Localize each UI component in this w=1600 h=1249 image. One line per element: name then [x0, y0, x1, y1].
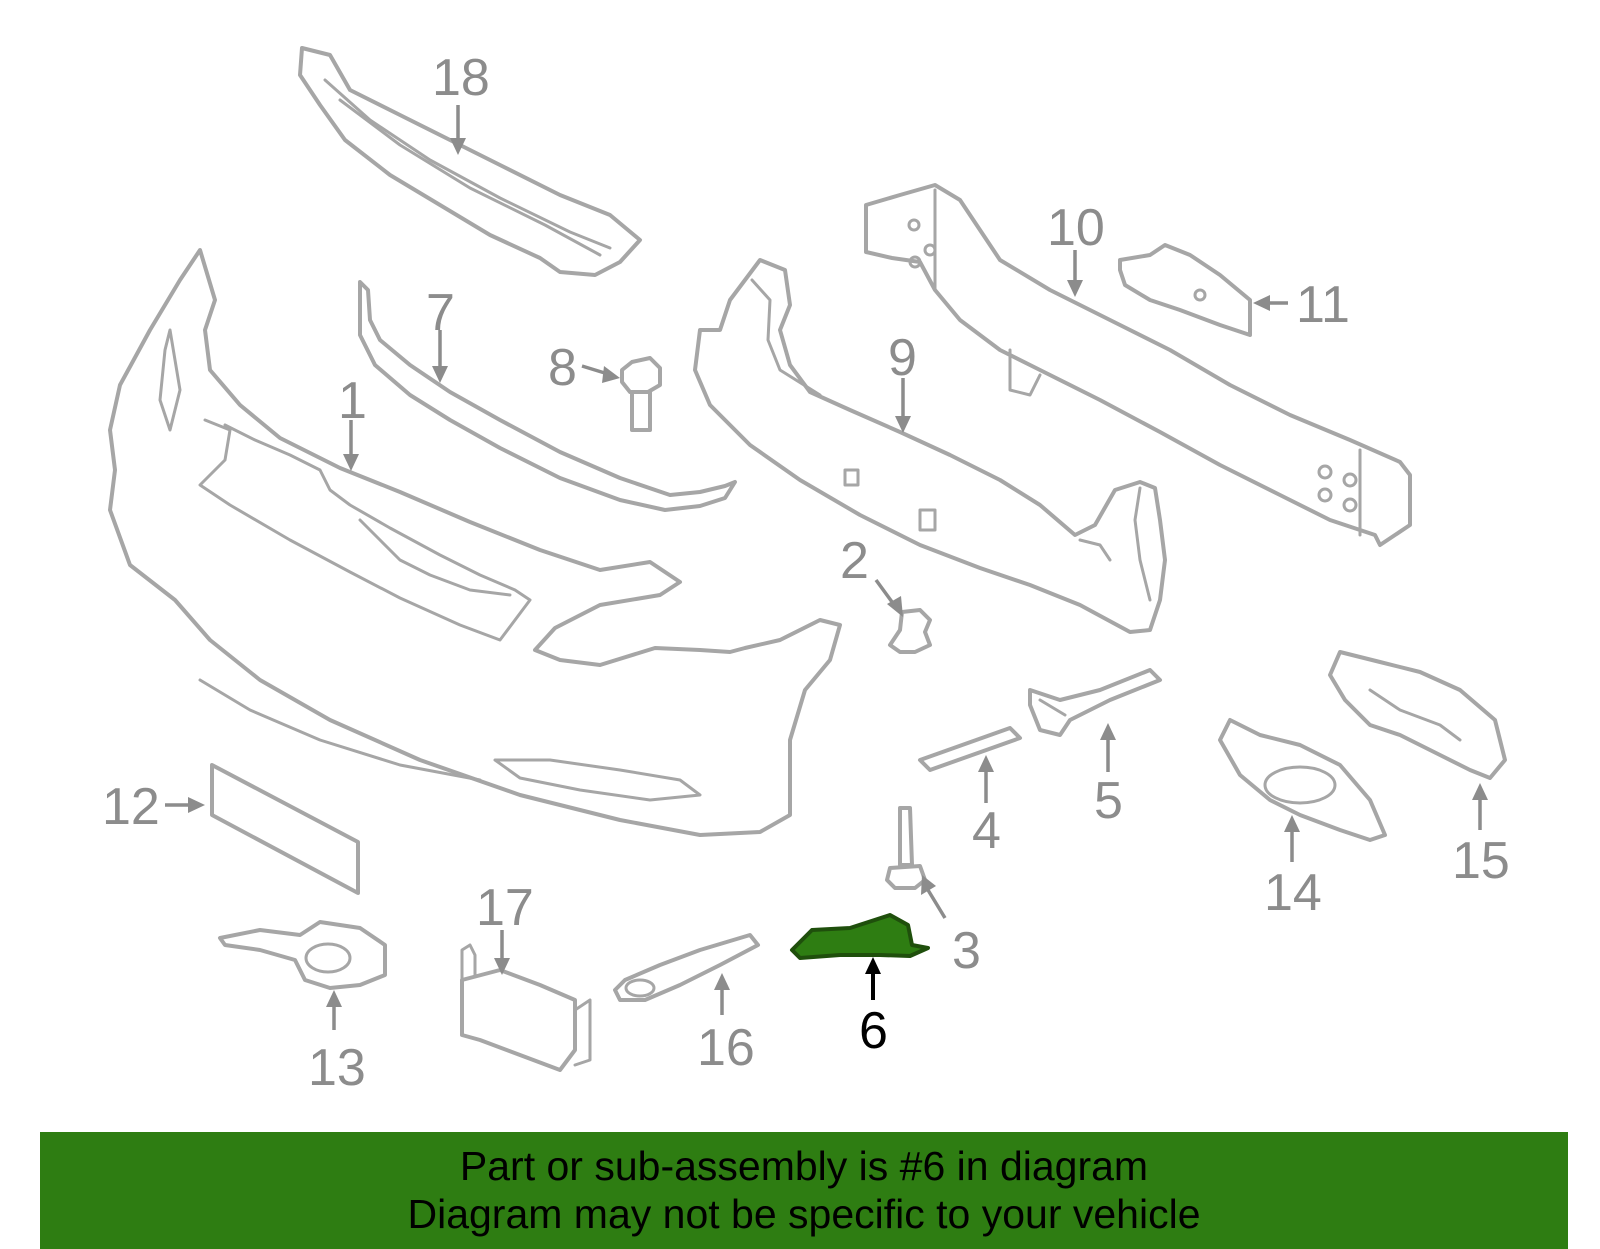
part-12-plate[interactable]	[210, 763, 360, 895]
svg-text:12: 12	[102, 778, 160, 836]
svg-text:11: 11	[1296, 276, 1350, 334]
part-5-bracket[interactable]	[1028, 668, 1162, 737]
svg-text:3: 3	[952, 922, 981, 980]
part-18-grille-molding[interactable]	[298, 46, 642, 277]
svg-text:13: 13	[308, 1039, 366, 1097]
svg-text:8: 8	[548, 339, 577, 397]
banner-line-1: Part or sub-assembly is #6 in diagram	[459, 1143, 1149, 1189]
callout-2: 2	[840, 532, 903, 617]
callout-7: 7	[426, 284, 455, 383]
part-3-bolt[interactable]	[885, 806, 927, 890]
callout-12: 12	[102, 778, 205, 836]
callout-13: 13	[308, 990, 366, 1097]
svg-text:5: 5	[1094, 772, 1123, 830]
callout-9: 9	[888, 329, 917, 433]
callout-14: 14	[1264, 815, 1322, 922]
svg-text:2: 2	[840, 532, 869, 590]
part-6-highlighted[interactable]	[790, 913, 930, 960]
part-14-fog-lamp-bezel[interactable]	[1218, 718, 1387, 842]
part-10-reinforcement[interactable]	[864, 183, 1412, 547]
part-8-bolt[interactable]	[620, 356, 662, 432]
part-15-fog-lamp-bracket[interactable]	[1328, 650, 1507, 780]
svg-text:17: 17	[476, 879, 534, 937]
svg-text:4: 4	[972, 802, 1001, 860]
callout-11: 11	[1253, 276, 1350, 334]
callout-3: 3	[921, 875, 981, 980]
part-7-molding-strip[interactable]	[358, 280, 737, 512]
part-11-bracket[interactable]	[1118, 243, 1252, 337]
callout-16: 16	[697, 973, 755, 1077]
svg-text:9: 9	[888, 329, 917, 387]
callout-15: 15	[1452, 783, 1510, 890]
callout-5: 5	[1094, 723, 1123, 830]
part-16-tow-hook[interactable]	[613, 933, 760, 1002]
callout-1: 1	[338, 372, 367, 471]
svg-text:15: 15	[1452, 832, 1510, 890]
part-1-bumper-cover[interactable]	[108, 248, 842, 837]
callout-4: 4	[972, 755, 1001, 860]
callout-8: 8	[548, 339, 620, 397]
svg-text:18: 18	[432, 49, 490, 107]
svg-text:10: 10	[1047, 199, 1105, 257]
part-2-clip[interactable]	[888, 608, 932, 654]
part-9-energy-absorber[interactable]	[693, 258, 1167, 634]
part-4-strip[interactable]	[918, 726, 1022, 772]
callout-10: 10	[1047, 199, 1105, 297]
banner-line-2: Diagram may not be specific to your vehi…	[407, 1191, 1201, 1237]
info-banner: Part or sub-assembly is #6 in diagram Di…	[40, 1132, 1568, 1249]
svg-text:14: 14	[1264, 864, 1322, 922]
svg-text:1: 1	[338, 372, 367, 430]
part-13-emblem-bracket[interactable]	[218, 920, 387, 990]
svg-text:16: 16	[697, 1019, 755, 1077]
callout-18: 18	[432, 49, 490, 155]
svg-text:6: 6	[859, 1002, 888, 1060]
part-17-module[interactable]	[460, 943, 592, 1072]
svg-text:7: 7	[426, 284, 455, 342]
callout-17: 17	[476, 879, 534, 975]
parts-diagram: 18 7 1 8 9 10 11 2 5	[102, 46, 1510, 1097]
callout-6: 6	[859, 957, 888, 1060]
